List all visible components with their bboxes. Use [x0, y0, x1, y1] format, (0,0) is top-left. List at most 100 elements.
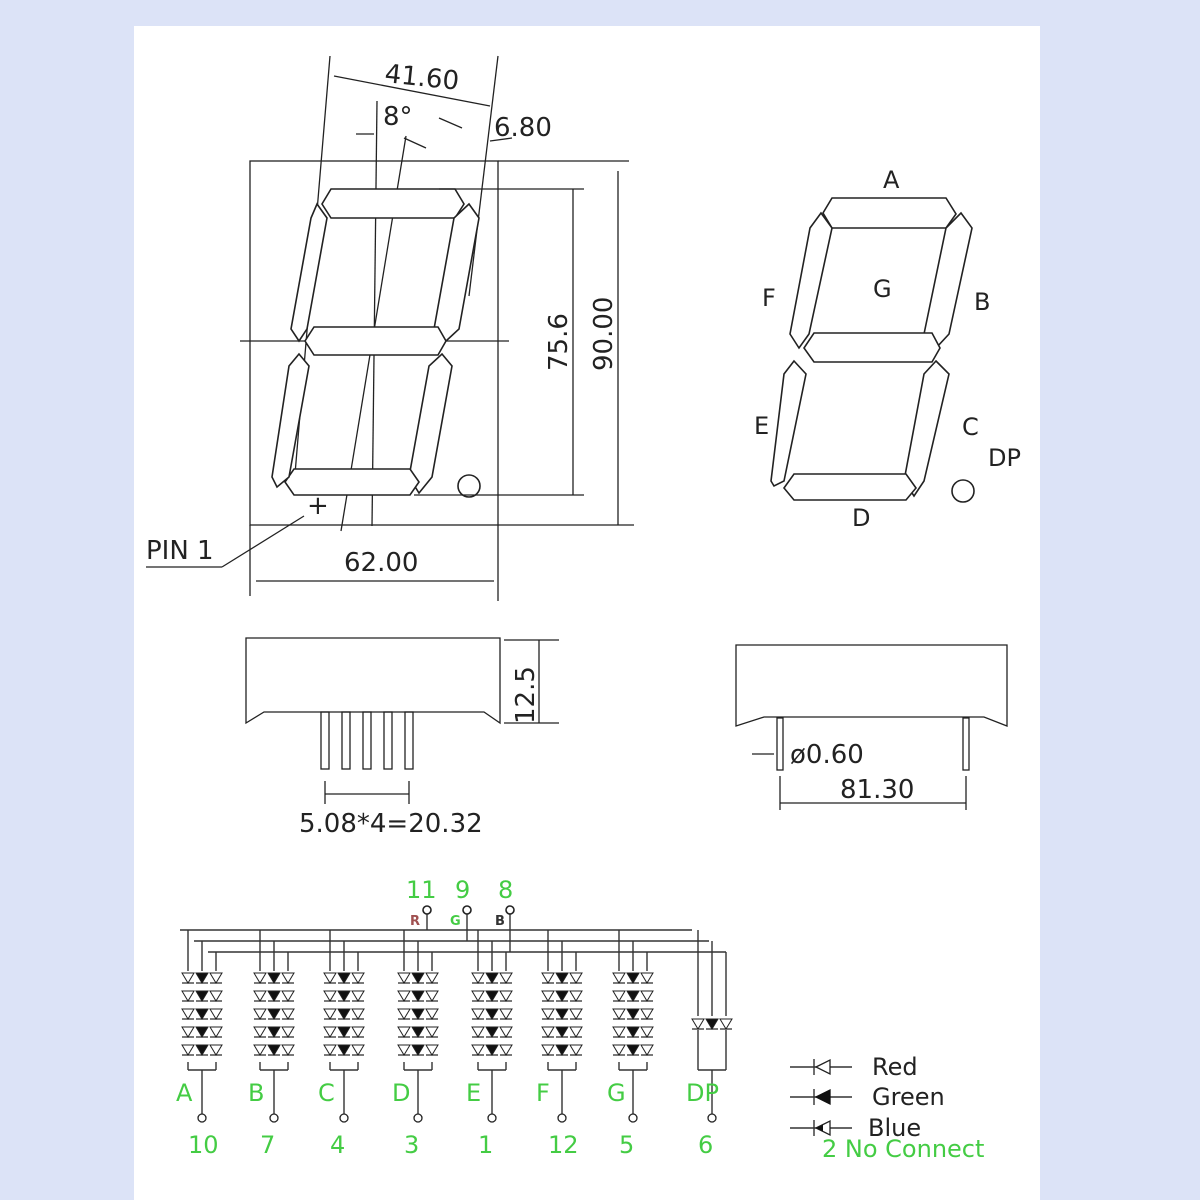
- segment-led-diode: [640, 972, 654, 984]
- segment-g-pin-number: 5: [619, 1131, 634, 1159]
- segment-led-diode: [555, 990, 569, 1002]
- segment-led-diode: [181, 1026, 195, 1038]
- map-segment-d: [782, 473, 918, 501]
- segment-led-diode: [471, 990, 485, 1002]
- segment-led-diode: [253, 972, 267, 984]
- cathode-pin-terminal: [707, 1113, 717, 1123]
- segment-led-diode: [323, 1044, 337, 1056]
- segment-e-label: E: [466, 1079, 481, 1107]
- segment-led-diode: [397, 972, 411, 984]
- cathode-pin-terminal: [487, 1113, 497, 1123]
- end-view: ø0.60 81.30: [735, 644, 1008, 810]
- side-pin: [341, 711, 351, 770]
- segment-led-diode: [209, 1008, 223, 1020]
- segment-led-diode: [209, 1044, 223, 1056]
- segment-led-diode: [411, 1026, 425, 1038]
- dim-pin-span: 81.30: [840, 775, 914, 805]
- segment-led-diode: [323, 990, 337, 1002]
- map-label-c: C: [962, 413, 979, 441]
- dim-top-width: 41.60: [383, 59, 460, 97]
- segment-led-diode: [471, 972, 485, 984]
- segment-led-diode: [253, 1008, 267, 1020]
- pin1-leader: [221, 515, 305, 568]
- segment-d-pin-number: 3: [404, 1131, 419, 1159]
- segment-led-diode: [626, 972, 640, 984]
- segment-led-diode: [253, 1044, 267, 1056]
- segment-led-diode: [253, 990, 267, 1002]
- segment-led-diode: [397, 1008, 411, 1020]
- segment-led-diode: [195, 1044, 209, 1056]
- segment-map: A B C D E F G DP: [754, 166, 1021, 532]
- common-pin-terminal: [505, 905, 515, 915]
- segment-led-diode: [555, 1026, 569, 1038]
- legend-blue-label: Blue: [868, 1114, 921, 1142]
- map-label-d: D: [852, 504, 870, 532]
- front-view: 41.60 8° 6.80 75.6 90.00 + PIN 1 62.00: [146, 55, 634, 601]
- segment-led-diode: [425, 1008, 439, 1020]
- segment-dp-pin-number: 6: [698, 1131, 713, 1159]
- slant-line-right: [468, 55, 499, 297]
- segment-e-pin-number: 1: [478, 1131, 493, 1159]
- legend-green-label: Green: [872, 1083, 945, 1111]
- segment-led-diode: [195, 990, 209, 1002]
- map-segment-a: [822, 197, 957, 229]
- side-body: [245, 637, 501, 725]
- segment-a-pin-number: 10: [188, 1131, 219, 1159]
- segment-led-diode: [253, 1026, 267, 1038]
- pin1-mark: +: [307, 491, 329, 521]
- no-connect-note: 2 No Connect: [822, 1135, 984, 1163]
- segment-led-diode: [267, 990, 281, 1002]
- segment-f-shape: [290, 202, 328, 343]
- legend-green-diode-icon: [814, 1088, 831, 1106]
- datasheet-sheet: 41.60 8° 6.80 75.6 90.00 + PIN 1 62.00: [134, 26, 1040, 1200]
- segment-led-diode: [425, 972, 439, 984]
- segment-led-diode: [351, 990, 365, 1002]
- segment-led-diode: [541, 1008, 555, 1020]
- segment-c-shape: [408, 352, 453, 495]
- segment-c-pin-number: 4: [330, 1131, 345, 1159]
- segment-led-diode: [351, 1044, 365, 1056]
- dp-led-diode: [719, 1018, 733, 1030]
- map-segment-e: [770, 359, 807, 488]
- segment-led-diode: [626, 990, 640, 1002]
- segment-b-label: B: [248, 1079, 264, 1107]
- dim-line-top-width: [333, 75, 491, 107]
- segment-led-diode: [569, 1026, 583, 1038]
- segment-led-diode: [612, 972, 626, 984]
- dim-slant-angle: 8°: [383, 102, 413, 132]
- segment-e-shape: [271, 352, 310, 489]
- segment-led-diode: [626, 1026, 640, 1038]
- cathode-pin-terminal: [557, 1113, 567, 1123]
- segment-led-diode: [337, 1044, 351, 1056]
- arrow-seg-width-left: [403, 137, 427, 149]
- segment-b-pin-number: 7: [260, 1131, 275, 1159]
- segment-led-diode: [281, 1008, 295, 1020]
- dim-total-height: 90.00: [589, 297, 619, 371]
- segment-led-diode: [351, 1008, 365, 1020]
- end-body: [735, 644, 1008, 727]
- segment-led-diode: [323, 1008, 337, 1020]
- common-tag-g: G: [450, 914, 461, 929]
- datasheet-drawing: 41.60 8° 6.80 75.6 90.00 + PIN 1 62.00: [146, 55, 1021, 1163]
- segment-led-diode: [485, 1044, 499, 1056]
- segment-c-label: C: [318, 1079, 335, 1107]
- segment-led-diode: [640, 990, 654, 1002]
- segment-f-pin-number: 12: [548, 1131, 579, 1159]
- map-label-g: G: [873, 275, 892, 303]
- segment-led-diode: [485, 972, 499, 984]
- segment-led-diode: [397, 1026, 411, 1038]
- side-pin: [362, 711, 372, 770]
- segment-led-diode: [411, 1008, 425, 1020]
- map-label-a: A: [883, 166, 900, 194]
- segment-led-diode: [425, 1044, 439, 1056]
- segment-led-diode: [499, 1026, 513, 1038]
- segment-led-diode: [471, 1008, 485, 1020]
- segment-led-diode: [281, 1026, 295, 1038]
- legend-red-label: Red: [872, 1053, 918, 1081]
- segment-led-diode: [181, 1008, 195, 1020]
- segment-led-diode: [397, 1044, 411, 1056]
- segment-f-label: F: [536, 1079, 550, 1107]
- segment-led-diode: [281, 1044, 295, 1056]
- segment-led-diode: [485, 990, 499, 1002]
- cathode-pin-terminal: [413, 1113, 423, 1123]
